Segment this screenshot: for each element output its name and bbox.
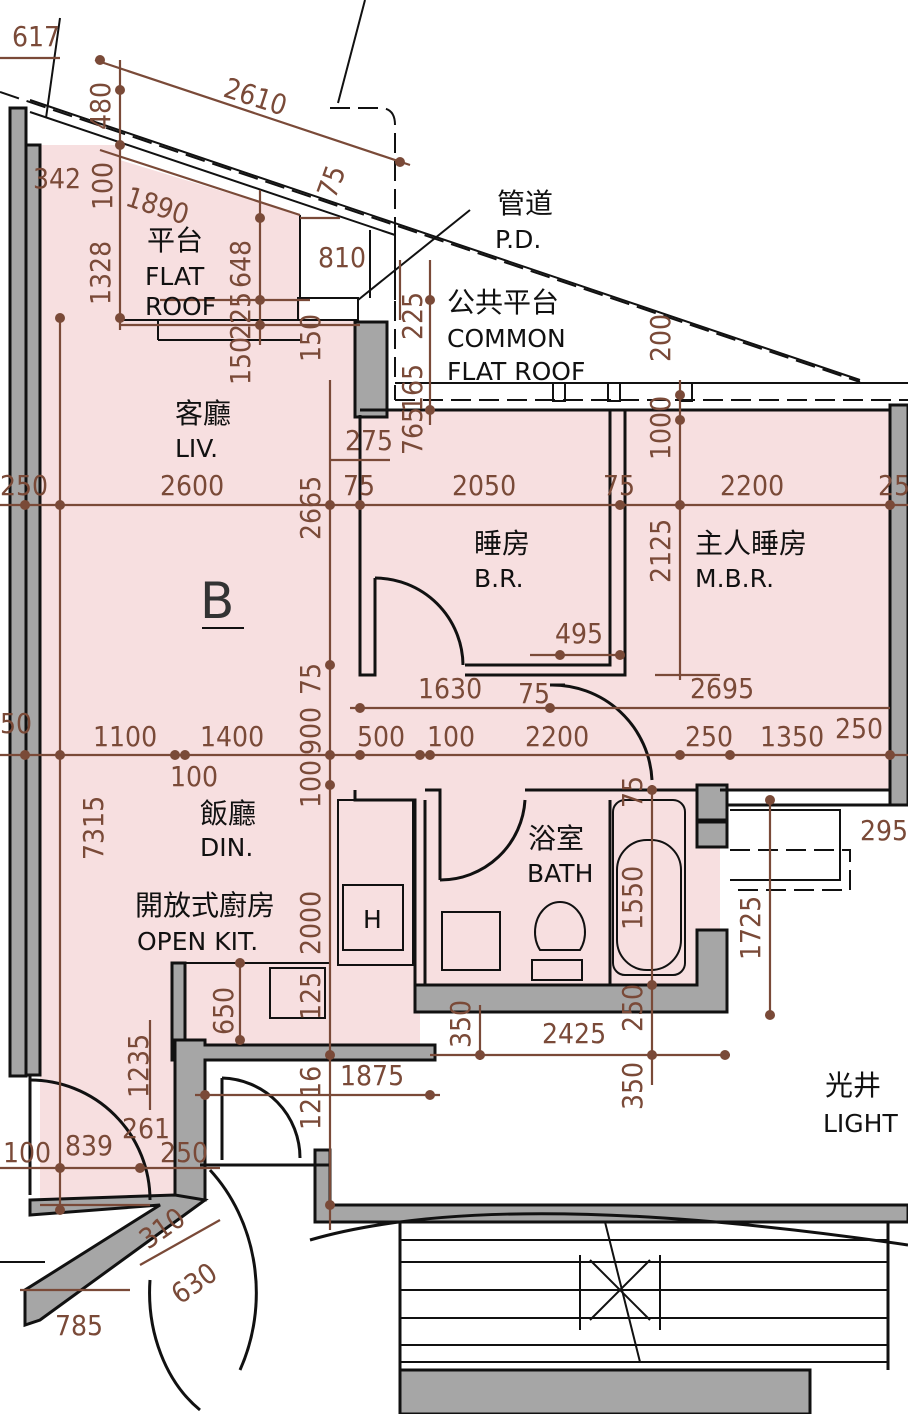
dim-75e: 75 xyxy=(518,677,550,710)
dim-2695: 2695 xyxy=(690,672,754,705)
dim-630: 630 xyxy=(165,1256,223,1311)
flat-roof-cn: 平台 xyxy=(147,224,203,257)
dim-617: 617 xyxy=(12,20,60,53)
dim-900: 900 xyxy=(294,707,327,755)
dim-350b: 350 xyxy=(616,1062,649,1110)
dim-495: 495 xyxy=(555,617,603,650)
dim-75d: 75 xyxy=(294,663,327,695)
pd-en: P.D. xyxy=(495,225,541,254)
dim-225a: 225 xyxy=(224,292,257,340)
dim-2200a: 2200 xyxy=(720,469,784,502)
walls xyxy=(8,106,908,1414)
liv-en: LIV. xyxy=(175,434,218,463)
dim-1725: 1725 xyxy=(734,896,767,960)
dim-100a: 100 xyxy=(86,162,119,210)
dim-200: 200 xyxy=(644,314,677,362)
flat-letter: B xyxy=(200,572,234,630)
dim-500: 500 xyxy=(357,720,405,753)
dimension-dots xyxy=(20,55,895,1215)
dim-2610: 2610 xyxy=(220,71,291,122)
dim-2000: 2000 xyxy=(294,891,327,955)
dim-295: 295 xyxy=(860,814,908,847)
dim-342: 342 xyxy=(33,162,81,195)
light-en: LIGHT xyxy=(823,1109,898,1138)
dim-100b: 100 xyxy=(427,720,475,753)
dim-1875: 1875 xyxy=(340,1059,404,1092)
dim-1630: 1630 xyxy=(418,672,482,705)
dim-150a: 150 xyxy=(224,337,257,385)
dimension-lines xyxy=(0,56,908,1292)
dim-810: 810 xyxy=(318,241,366,274)
dim-250b: 250 xyxy=(685,720,733,753)
br-en: B.R. xyxy=(474,564,524,593)
dim-648: 648 xyxy=(224,240,257,288)
fixture-h: H xyxy=(363,905,382,934)
mbr-cn: 主人睡房 xyxy=(695,527,807,560)
dim-1216: 1216 xyxy=(294,1066,327,1130)
dim-1350: 1350 xyxy=(760,720,824,753)
dim-480: 480 xyxy=(84,82,117,130)
dim-100c: 100 xyxy=(170,760,218,793)
flat-roof-en1: FLAT xyxy=(145,262,205,291)
kit-en: OPEN KIT. xyxy=(137,927,258,956)
pd-cn: 管道 xyxy=(497,187,553,220)
dim-225b: 225 xyxy=(396,292,429,340)
room-labels: 平台 FLAT ROOF 管道 P.D. 公共平台 COMMON FLAT RO… xyxy=(135,187,898,1138)
common-roof-cn: 公共平台 xyxy=(447,286,559,319)
dim-75b: 75 xyxy=(343,469,375,502)
dim-75c: 75 xyxy=(603,469,635,502)
dim-2200b: 2200 xyxy=(525,720,589,753)
dim-1550: 1550 xyxy=(616,866,649,930)
dim-1328: 1328 xyxy=(84,241,117,305)
dim-250a: 250 xyxy=(0,469,48,502)
bath-cn: 浴室 xyxy=(528,822,584,855)
dim-1235: 1235 xyxy=(122,1034,155,1098)
dim-261: 261 xyxy=(122,1112,170,1145)
staircase xyxy=(398,1221,890,1370)
dim-250c: 250 xyxy=(835,712,883,745)
dim-839: 839 xyxy=(65,1129,113,1162)
br-cn: 睡房 xyxy=(474,527,530,560)
dim-2600: 2600 xyxy=(160,469,224,502)
common-roof-en2: FLAT ROOF xyxy=(447,357,585,386)
dimension-texts: 617 2610 480 342 100 1890 75 1328 648 81… xyxy=(0,20,908,1342)
dim-650: 650 xyxy=(207,987,240,1035)
dim-1000: 1000 xyxy=(644,396,677,460)
dim-1400: 1400 xyxy=(200,720,264,753)
roof-outlines xyxy=(0,91,908,891)
dim-165: 165 xyxy=(396,364,429,412)
din-en: DIN. xyxy=(200,833,253,862)
dim-150b: 150 xyxy=(294,314,327,362)
dim-785: 785 xyxy=(55,1309,103,1342)
dim-100d: 100 xyxy=(294,760,327,808)
dim-2665: 2665 xyxy=(294,476,327,540)
flat-roof-en2: ROOF xyxy=(145,292,216,321)
dim-7315: 7315 xyxy=(77,796,110,860)
bath-en: BATH xyxy=(527,859,593,888)
dim-275: 275 xyxy=(345,424,393,457)
dim-1100: 1100 xyxy=(93,720,157,753)
room-fills xyxy=(40,145,890,1200)
light-cn: 光井 xyxy=(825,1069,881,1102)
dim-250d: 250 xyxy=(616,984,649,1032)
dim-350a: 350 xyxy=(444,1000,477,1048)
dim-100e: 100 xyxy=(3,1136,51,1169)
common-roof-en1: COMMON xyxy=(447,324,566,353)
liv-cn: 客廳 xyxy=(175,397,231,430)
kit-cn: 開放式廚房 xyxy=(135,889,275,922)
dim-2050: 2050 xyxy=(452,469,516,502)
din-cn: 飯廳 xyxy=(200,797,256,830)
dim-25: 25 xyxy=(878,469,908,502)
dim-50: 50 xyxy=(0,707,32,740)
dim-250e: 250 xyxy=(160,1136,208,1169)
dim-765: 765 xyxy=(396,407,429,455)
dim-125: 125 xyxy=(294,972,327,1020)
dim-2125: 2125 xyxy=(644,519,677,583)
dim-2425: 2425 xyxy=(542,1017,606,1050)
mbr-en: M.B.R. xyxy=(695,564,774,593)
dim-75f: 75 xyxy=(616,776,649,808)
